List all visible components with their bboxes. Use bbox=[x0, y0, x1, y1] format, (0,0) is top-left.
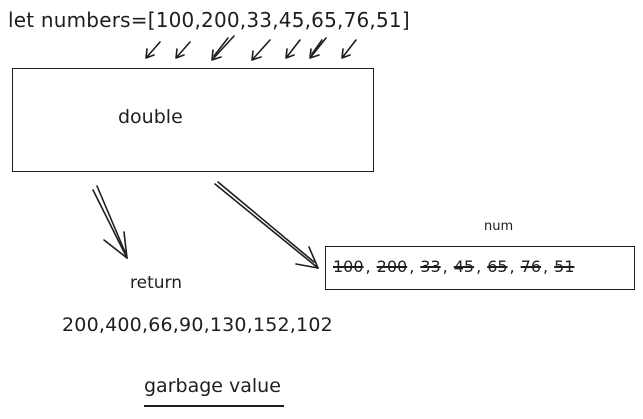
num-box bbox=[325, 246, 635, 290]
num-item: 51 bbox=[554, 257, 575, 276]
num-items-list: 100, 200, 33, 45, 65, 76, 51 bbox=[333, 257, 575, 276]
num-item: 76 bbox=[520, 257, 541, 276]
num-item: 200 bbox=[376, 257, 408, 276]
return-label: return bbox=[130, 273, 182, 293]
input-arrow bbox=[145, 41, 161, 59]
input-arrow bbox=[341, 39, 357, 59]
garbage-value-label: garbage value bbox=[144, 375, 281, 397]
input-arrow bbox=[309, 37, 327, 59]
garbage-value-underline bbox=[144, 405, 284, 407]
input-arrow bbox=[251, 39, 271, 61]
input-arrow bbox=[285, 39, 301, 59]
num-item: 33 bbox=[420, 257, 441, 276]
num-item: 100 bbox=[333, 257, 364, 276]
double-function-box bbox=[12, 68, 374, 172]
result-values: 200,400,66,90,130,152,102 bbox=[62, 314, 333, 336]
num-item: 45 bbox=[453, 257, 475, 276]
num-item: 65 bbox=[487, 257, 508, 276]
double-label: double bbox=[118, 106, 183, 128]
num-arrow bbox=[214, 181, 319, 269]
numbers-declaration: let numbers=[100,200,33,45,65,76,51] bbox=[8, 8, 410, 32]
input-arrow bbox=[175, 41, 191, 59]
input-arrow bbox=[211, 35, 235, 61]
return-arrow bbox=[92, 185, 128, 259]
num-label: num bbox=[484, 219, 514, 234]
